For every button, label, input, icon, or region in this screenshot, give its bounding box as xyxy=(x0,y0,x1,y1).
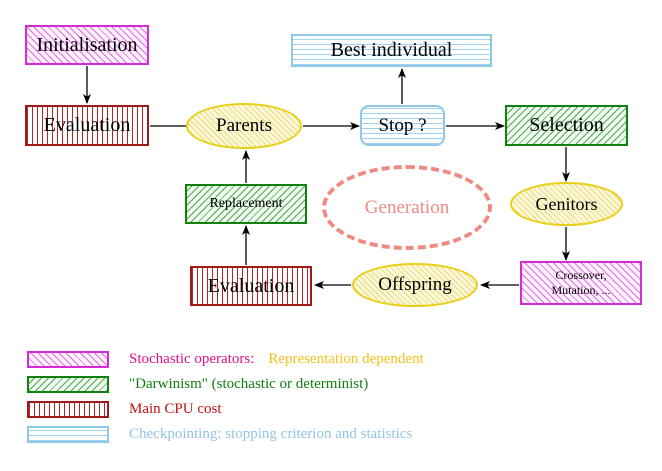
node-best-individual[interactable]: Best individual xyxy=(291,34,492,67)
node-crossover-line2: Mutation, ... xyxy=(551,283,611,297)
node-selection[interactable]: Selection xyxy=(505,105,628,146)
legend-text-stochastic-operators: Stochastic operators: Representation depe… xyxy=(129,351,424,368)
legend-label-darwinism: "Darwinism" (stochastic or determinist) xyxy=(129,376,369,392)
legend-swatch-red-vertical-lines xyxy=(27,401,109,418)
node-stop-decision[interactable]: Stop ? xyxy=(360,105,445,146)
node-offspring-label: Offspring xyxy=(378,274,452,296)
node-initialisation[interactable]: Initialisation xyxy=(25,25,149,65)
node-generation-cycle: Generation xyxy=(322,165,492,250)
node-parents[interactable]: Parents xyxy=(186,103,302,149)
legend-row-main-cpu-cost: Main CPU cost xyxy=(27,397,627,422)
node-replacement-label: Replacement xyxy=(209,195,283,211)
node-offspring[interactable]: Offspring xyxy=(352,263,478,307)
node-generation-label: Generation xyxy=(364,196,450,218)
node-evaluation-bottom-label: Evaluation xyxy=(207,274,295,297)
node-initialisation-label: Initialisation xyxy=(36,33,138,56)
legend: Stochastic operators: Representation depe… xyxy=(27,347,627,447)
node-replacement[interactable]: Replacement xyxy=(185,184,307,224)
node-parents-label: Parents xyxy=(216,115,272,137)
node-stop-label: Stop ? xyxy=(378,114,427,136)
legend-row-stochastic-operators: Stochastic operators: Representation depe… xyxy=(27,347,627,372)
legend-row-darwinism: "Darwinism" (stochastic or determinist) xyxy=(27,372,627,397)
legend-swatch-green-diagonal-hatch xyxy=(27,376,109,393)
legend-swatch-blue-horizontal-lines xyxy=(27,426,109,443)
legend-swatch-magenta-diagonal-hatch xyxy=(27,351,109,368)
node-evaluation-top[interactable]: Evaluation xyxy=(25,105,149,146)
node-crossover-mutation[interactable]: Crossover, Mutation, ... xyxy=(520,261,642,305)
legend-row-checkpointing: Checkpointing: stopping criterion and st… xyxy=(27,422,627,447)
legend-text-darwinism: "Darwinism" (stochastic or determinist) xyxy=(129,376,368,393)
legend-accent-representation-dependent: Representation dependent xyxy=(268,351,424,367)
legend-label-checkpointing: Checkpointing: stopping criterion and st… xyxy=(129,426,413,442)
legend-text-main-cpu-cost: Main CPU cost xyxy=(129,401,222,418)
node-selection-label: Selection xyxy=(529,114,604,136)
node-evaluation-bottom[interactable]: Evaluation xyxy=(190,266,312,306)
node-evaluation-top-label: Evaluation xyxy=(43,114,131,136)
legend-label-stochastic-operators: Stochastic operators: xyxy=(129,351,255,367)
node-best-individual-label: Best individual xyxy=(330,39,453,61)
legend-text-checkpointing: Checkpointing: stopping criterion and st… xyxy=(129,426,412,443)
node-genitors[interactable]: Genitors xyxy=(510,182,623,226)
legend-label-main-cpu-cost: Main CPU cost xyxy=(129,401,222,417)
node-crossover-line1: Crossover, xyxy=(555,268,607,282)
node-genitors-label: Genitors xyxy=(535,193,598,214)
